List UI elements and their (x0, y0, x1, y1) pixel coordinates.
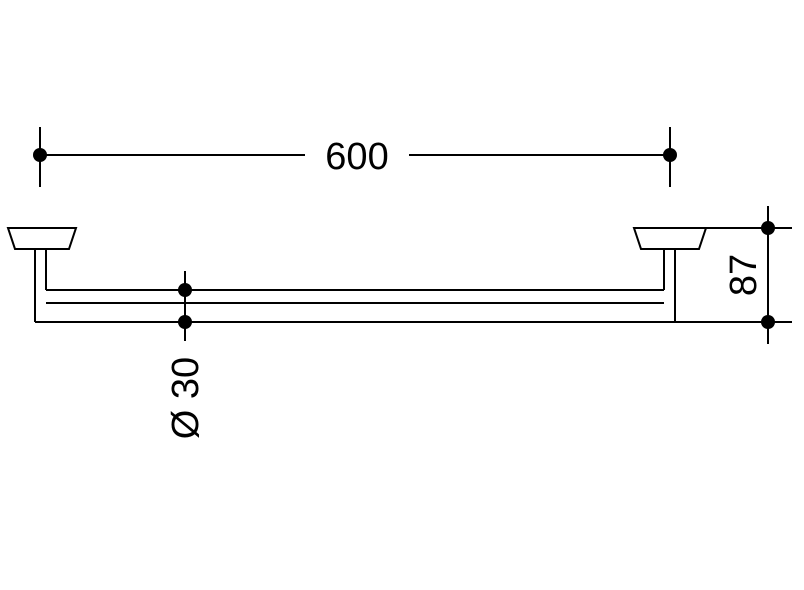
towel-bar-fixture (6, 227, 708, 323)
right-wall-mount (632, 227, 708, 250)
height-bottom-dimension-dot (761, 315, 775, 329)
width-left-dimension-dot (33, 148, 47, 162)
width-right-dimension-dot (663, 148, 677, 162)
height-top-dimension-dot (761, 221, 775, 235)
height-dimension: 87 (675, 206, 792, 344)
left-wall-mount (6, 227, 78, 250)
diameter-dimension-label: Ø 30 (165, 357, 207, 439)
diameter-dimension: Ø 30 (165, 271, 207, 439)
width-dimension-label: 600 (325, 136, 388, 178)
width-label-background (305, 134, 409, 176)
diameter-top-dimension-dot (178, 283, 192, 297)
width-dimension: 600 (33, 127, 677, 187)
diameter-bottom-dimension-dot (178, 315, 192, 329)
height-dimension-label: 87 (723, 254, 765, 296)
